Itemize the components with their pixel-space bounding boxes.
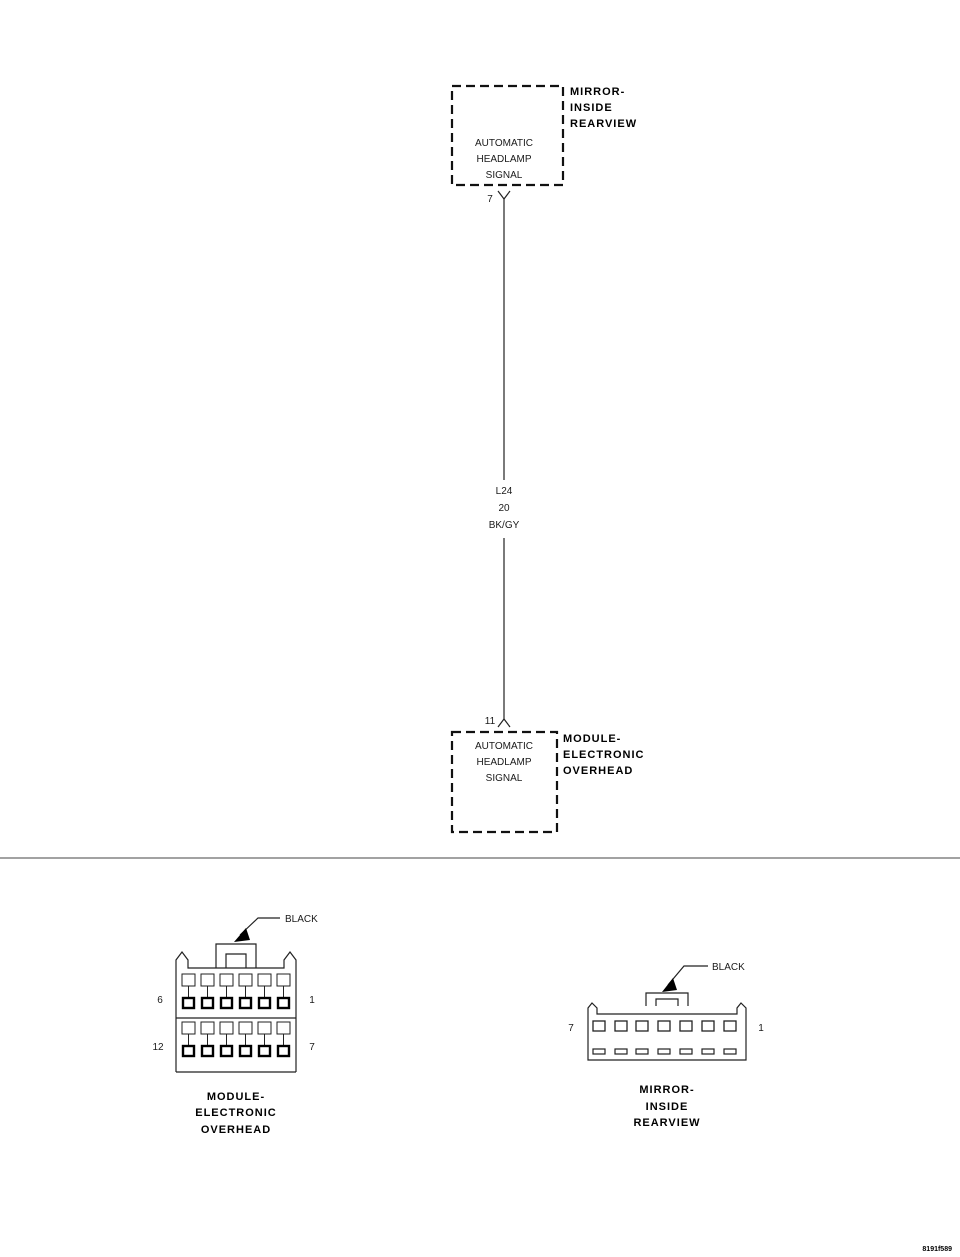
left-cavity-top-2 <box>200 996 215 1010</box>
left-cavity-latch-bottom-6 <box>276 1021 291 1035</box>
left-cavity-bottom-2 <box>200 1044 215 1058</box>
right-cavity-2 <box>614 1020 628 1032</box>
right-connector-color-label: BLACK <box>712 962 745 973</box>
left-connector-name-line-3: OVERHEAD <box>201 1124 271 1136</box>
mirror-pin-terminal <box>497 190 511 200</box>
left-cavity-latch-bottom-5 <box>257 1021 272 1035</box>
module-function-line-3: SIGNAL <box>486 773 523 784</box>
left-cavity-bottom-1 <box>181 1044 196 1058</box>
left-connector-pin-label-12: 12 <box>152 1042 164 1053</box>
left-cavity-top-1 <box>181 996 196 1010</box>
left-cavity-bottom-5 <box>257 1044 272 1058</box>
module-function-line-2: HEADLAMP <box>476 757 531 768</box>
right-cavity-6 <box>701 1020 715 1032</box>
figure-id: 8191f589 <box>922 1246 952 1253</box>
right-connector-latch <box>645 992 689 1006</box>
mirror-pin-number: 7 <box>487 194 493 205</box>
left-cavity-latch-bottom-1 <box>181 1021 196 1035</box>
connector-face-mirror: BLACK 7 1 MIRROR- INSIDE REARVIEW <box>568 962 764 1129</box>
wire-color-label: BK/GY <box>489 520 520 531</box>
right-cavity-3 <box>635 1020 649 1032</box>
connector-face-module: BLACK 6 1 12 7 MODULE- ELECTRONIC OVERHE… <box>152 914 318 1136</box>
left-cavity-bottom-4 <box>238 1044 253 1058</box>
module-component-dashed-box <box>450 730 559 834</box>
module-electronic-overhead-component: 11 MODULE- ELECTRONIC OVERHEAD AUTOMATIC… <box>450 716 645 834</box>
right-connector-name-line-1: MIRROR- <box>639 1084 694 1096</box>
right-connector-latch-inner <box>655 998 679 1006</box>
mirror-inside-rearview-component: MIRROR- INSIDE REARVIEW AUTOMATIC HEADLA… <box>450 84 637 205</box>
right-connector-pin-label-1: 1 <box>758 1023 764 1034</box>
mirror-component-dashed-box <box>450 84 565 187</box>
right-connector-pin-label-7: 7 <box>568 1023 574 1034</box>
circuit-wire: L24 20 BK/GY <box>489 199 520 719</box>
left-cavity-bottom-6 <box>276 1044 291 1058</box>
right-cavity-lower-5 <box>679 1048 693 1055</box>
left-connector-leader-arrow <box>234 928 250 942</box>
left-connector-latch <box>215 943 257 968</box>
mirror-name-line-1: MIRROR- <box>570 86 625 98</box>
right-connector-name-line-2: INSIDE <box>646 1101 689 1113</box>
module-name-line-1: MODULE- <box>563 733 621 745</box>
module-name-line-3: OVERHEAD <box>563 765 633 777</box>
left-connector-cavities <box>181 973 291 1058</box>
wire-circuit-label: L24 <box>496 486 513 497</box>
left-cavity-latch-top-2 <box>200 973 215 987</box>
mirror-name-line-3: REARVIEW <box>570 118 637 130</box>
left-cavity-latch-bottom-2 <box>200 1021 215 1035</box>
left-cavity-top-3 <box>219 996 234 1010</box>
left-cavity-latch-top-3 <box>219 973 234 987</box>
right-cavity-lower-2 <box>614 1048 628 1055</box>
left-cavity-latch-bottom-3 <box>219 1021 234 1035</box>
left-cavity-top-6 <box>276 996 291 1010</box>
mirror-function-line-2: HEADLAMP <box>476 154 531 165</box>
module-function-line-1: AUTOMATIC <box>475 741 533 752</box>
mirror-name-line-2: INSIDE <box>570 102 613 114</box>
mirror-function-line-3: SIGNAL <box>486 170 523 181</box>
right-cavity-1 <box>592 1020 606 1032</box>
left-cavity-top-5 <box>257 996 272 1010</box>
left-connector-color-label: BLACK <box>285 914 318 925</box>
right-cavity-5 <box>679 1020 693 1032</box>
module-name-line-2: ELECTRONIC <box>563 749 645 761</box>
left-cavity-bottom-3 <box>219 1044 234 1058</box>
left-connector-pin-label-1: 1 <box>309 995 315 1006</box>
right-cavity-4 <box>657 1020 671 1032</box>
left-connector-body <box>175 951 297 1072</box>
module-pin-terminal <box>497 718 511 728</box>
left-cavity-latch-bottom-4 <box>238 1021 253 1035</box>
left-connector-name-line-1: MODULE- <box>207 1091 265 1103</box>
left-cavity-latch-top-6 <box>276 973 291 987</box>
module-pin-number: 11 <box>485 716 496 727</box>
right-connector-body <box>587 1002 747 1061</box>
left-connector-pin-label-6: 6 <box>157 995 163 1006</box>
right-cavity-7 <box>723 1020 737 1032</box>
mirror-function-line-1: AUTOMATIC <box>475 138 533 149</box>
right-cavity-lower-4 <box>657 1048 671 1055</box>
right-cavity-lower-1 <box>592 1048 606 1055</box>
left-cavity-latch-top-5 <box>257 973 272 987</box>
left-cavity-latch-top-1 <box>181 973 196 987</box>
right-connector-leader-line <box>667 965 708 986</box>
right-cavity-lower-7 <box>723 1048 737 1055</box>
wire-gauge-label: 20 <box>498 503 510 514</box>
left-cavity-top-4 <box>238 996 253 1010</box>
right-cavity-lower-6 <box>701 1048 715 1055</box>
right-connector-cavities <box>592 1020 737 1055</box>
left-connector-pin-label-7: 7 <box>309 1042 315 1053</box>
right-connector-name-line-3: REARVIEW <box>633 1117 700 1129</box>
left-cavity-latch-top-4 <box>238 973 253 987</box>
left-connector-latch-inner <box>225 953 247 968</box>
right-connector-leader-arrow <box>662 978 677 992</box>
left-connector-name-line-2: ELECTRONIC <box>195 1107 277 1119</box>
right-cavity-lower-3 <box>635 1048 649 1055</box>
